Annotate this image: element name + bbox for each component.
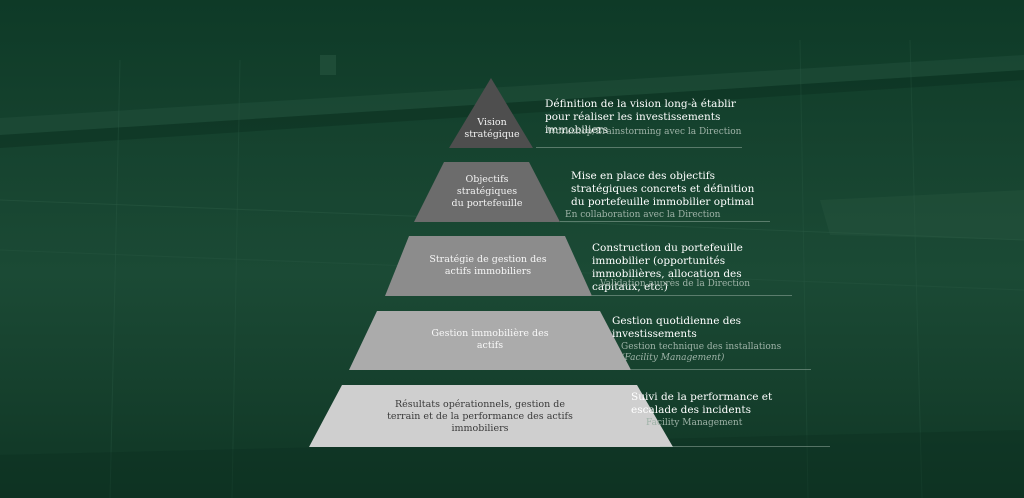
tier-3-text: Stratégie de gestion des actifs immobili… (429, 254, 547, 277)
tier-1-text: Vision stratégique (464, 117, 520, 140)
pyramid-tier-4-shape (349, 311, 631, 370)
tier-2-divider (560, 221, 770, 222)
tier-2-text: Objectifs stratégiques du portefeuille (451, 174, 523, 209)
pyramid-tier-2-label: Objectifs stratégiques du portefeuille (450, 172, 524, 212)
tier-1-divider (536, 147, 742, 148)
pyramid-tier-2-shape (414, 162, 560, 222)
tier-2-description: Mise en place des objectifs stratégiques… (571, 170, 755, 208)
pyramid-tier-5-shape (309, 385, 673, 447)
pyramid-tier-5-label: Résultats opérationnels, gestion de terr… (380, 399, 580, 434)
tier-4-divider (631, 369, 811, 370)
tier-5-text: Résultats opérationnels, gestion de terr… (387, 399, 573, 434)
tier-2-sub: En collaboration avec la Direction (565, 210, 721, 220)
tier-1-description: Définition de la vision long-à établir p… (545, 98, 736, 136)
pyramid-tier-3-label: Stratégie de gestion des actifs immobili… (428, 248, 548, 284)
tier-5-divider (660, 446, 830, 447)
tier-1-sub: Workshop/Brainstorming avec la Direction (547, 127, 742, 137)
tier-5-sub: Facility Management (646, 418, 743, 428)
tier-3-divider (592, 295, 792, 296)
pyramid-tier-3-shape (385, 236, 592, 296)
pyramid-tier-4-label: Gestion immobilière des actifs (420, 322, 560, 358)
tier-3-description: Construction du portefeuille immobilier … (592, 242, 743, 293)
pyramid-tier-1-shape (449, 78, 533, 148)
tier-4-sub-italic: (Facility Management) (621, 353, 725, 363)
pyramid-tier-1-label: Vision stratégique (456, 114, 528, 144)
tier-4-text: Gestion immobilière des actifs (431, 328, 549, 351)
tier-4-sub: Gestion technique des installations (621, 342, 782, 352)
tier-5-description: Suivi de la performance et escalade des … (631, 391, 773, 416)
tier-4-description: Gestion quotidienne des investissements (612, 315, 742, 340)
tier-3-sub: Validation auprès de la Direction (600, 279, 751, 289)
